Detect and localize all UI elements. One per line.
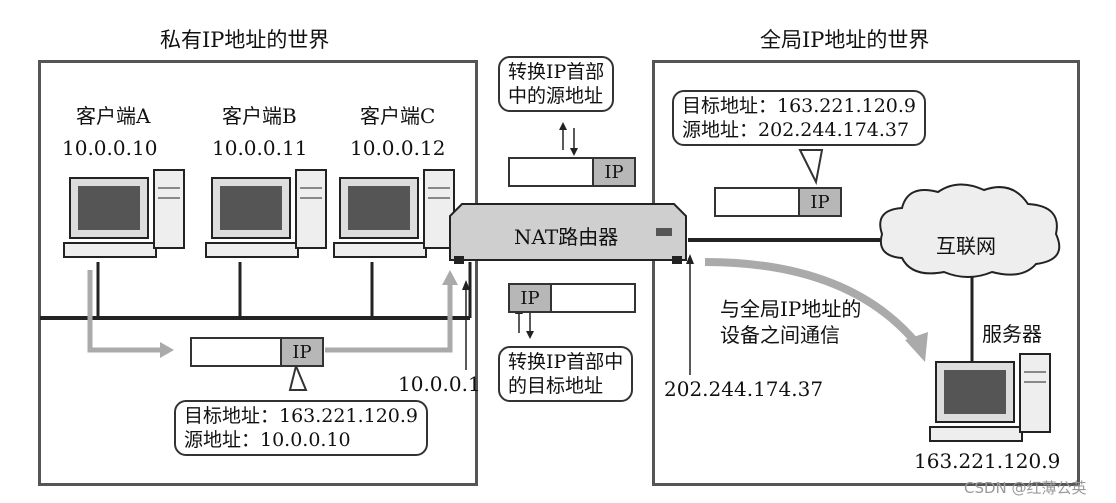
callout-convert-source-line1: 转换IP首部 xyxy=(508,61,605,83)
global-comm-note-line2: 设备之间通信 xyxy=(720,323,840,347)
packet-lan-ip-tag: IP xyxy=(280,339,322,365)
flow-arrow-global xyxy=(704,258,922,348)
packet-top-center: IP xyxy=(508,157,636,187)
callout-global-packet-addresses: 目标地址：163.221.120.9 源地址：202.244.174.37 xyxy=(672,90,927,146)
server-ip: 163.221.120.9 xyxy=(914,449,1061,473)
server-label: 服务器 xyxy=(982,322,1042,346)
callout-lan-packet-addresses: 目标地址：163.221.120.9 源地址：10.0.0.10 xyxy=(174,400,429,456)
callout-global-src: 源地址：202.244.174.37 xyxy=(682,119,910,141)
client-a-computer-icon xyxy=(62,168,192,263)
nat-router-label: NAT路由器 xyxy=(514,225,619,249)
internet-cloud-icon xyxy=(872,178,1068,282)
packet-lan: IP xyxy=(190,337,324,367)
client-b-name: 客户端B xyxy=(222,104,297,128)
nat-router-icon xyxy=(448,202,688,264)
private-world-title: 私有IP地址的世界 xyxy=(160,28,330,52)
global-comm-note-line1: 与全局IP地址的 xyxy=(720,297,862,321)
packet-top-ip-tag: IP xyxy=(592,159,634,185)
global-comm-note: 与全局IP地址的 设备之间通信 xyxy=(720,296,861,348)
packet-global: IP xyxy=(714,187,842,217)
client-b-ip: 10.0.0.11 xyxy=(212,136,308,160)
callout-global-dest: 目标地址：163.221.120.9 xyxy=(682,95,917,117)
packet-global-ip-tag: IP xyxy=(798,189,840,215)
callout-convert-destination: 转换IP首部中 的目标地址 xyxy=(498,346,634,402)
router-outside-ip: 202.244.174.37 xyxy=(664,377,824,401)
flow-arrow-lan xyxy=(87,270,160,353)
watermark: CSDN @红薄公英 xyxy=(964,479,1087,497)
callout-lan-dest: 目标地址：163.221.120.9 xyxy=(184,405,419,427)
internet-label: 互联网 xyxy=(936,234,996,258)
callout-convert-source-line2: 中的源地址 xyxy=(508,85,604,107)
client-a-name: 客户端A xyxy=(76,104,151,128)
client-c-ip: 10.0.0.12 xyxy=(350,136,446,160)
client-a-ip: 10.0.0.10 xyxy=(62,136,158,160)
client-c-name: 客户端C xyxy=(360,104,436,128)
packet-bottom-center: IP xyxy=(508,283,636,313)
global-world-title: 全局IP地址的世界 xyxy=(760,28,930,52)
callout-lan-src: 源地址：10.0.0.10 xyxy=(184,429,351,451)
router-inside-ip: 10.0.0.1 xyxy=(398,372,481,396)
callout-convert-destination-line2: 的目标地址 xyxy=(508,375,604,397)
callout-convert-source: 转换IP首部 中的源地址 xyxy=(498,56,615,112)
client-b-computer-icon xyxy=(204,168,334,263)
server-computer-icon xyxy=(928,352,1058,447)
packet-bottom-ip-tag: IP xyxy=(510,285,552,311)
callout-convert-destination-line1: 转换IP首部中 xyxy=(508,351,624,373)
client-c-computer-icon xyxy=(332,168,462,263)
